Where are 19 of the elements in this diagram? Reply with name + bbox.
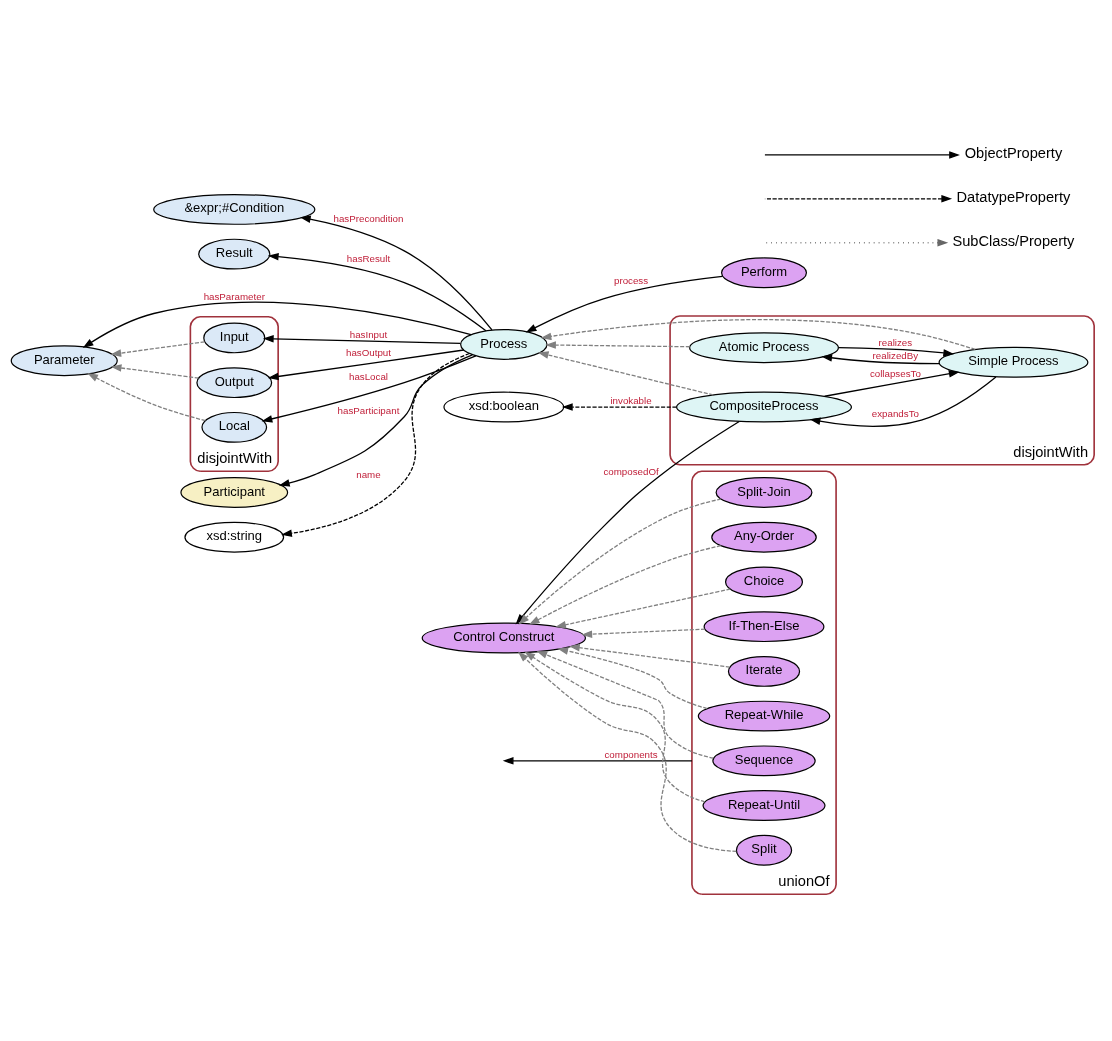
edge-label: hasParameter bbox=[203, 291, 265, 303]
edge-label: hasParticipant bbox=[337, 405, 400, 417]
legend-label: ObjectProperty bbox=[964, 145, 1063, 162]
edge-label: expandsTo bbox=[871, 408, 919, 420]
edge-label: name bbox=[356, 469, 381, 481]
edge-label: hasInput bbox=[349, 329, 388, 341]
legend-label: DatatypeProperty bbox=[956, 189, 1071, 206]
edge-label: composedOf bbox=[603, 466, 659, 478]
edge-label: realizes bbox=[878, 336, 913, 348]
edge-label: components bbox=[604, 749, 658, 761]
edge-label: hasResult bbox=[346, 252, 391, 264]
edge-label: collapsesTo bbox=[869, 367, 921, 379]
edge-label: process bbox=[613, 274, 649, 286]
edge-label: realizedBy bbox=[872, 349, 919, 361]
edge-label: invokable bbox=[610, 395, 652, 407]
edge-label: hasPrecondition bbox=[333, 213, 404, 225]
edge-label: hasOutput bbox=[345, 347, 391, 359]
edge-label: hasLocal bbox=[348, 370, 388, 382]
legend-label: SubClass/Property bbox=[952, 233, 1075, 250]
